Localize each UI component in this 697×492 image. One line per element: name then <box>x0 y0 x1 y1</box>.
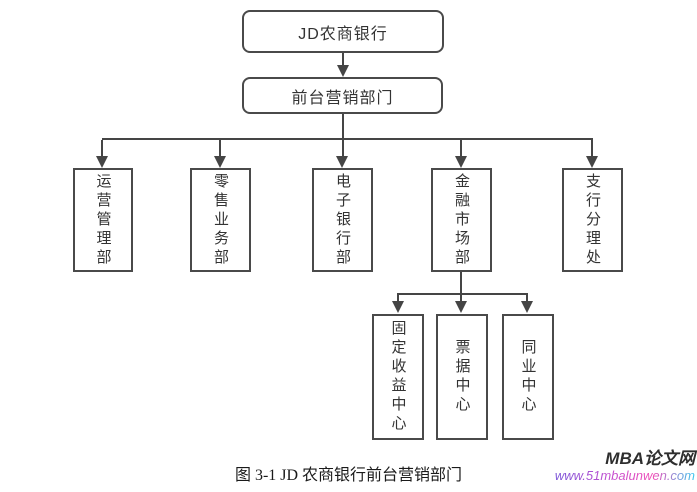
org-node-operations-dept: 运营管理部 <box>73 168 133 272</box>
arrow-down-icon <box>214 156 226 168</box>
connector-line <box>342 140 344 156</box>
org-node-root-label: JD农商银行 <box>298 25 388 43</box>
org-node-branch-office: 支行分理处 <box>562 168 623 272</box>
org-node-financial-market-dept-label: 金融市场部 <box>453 172 470 268</box>
org-node-interbank-center: 同业中心 <box>502 314 554 440</box>
connector-line <box>591 140 593 156</box>
org-node-financial-market-dept: 金融市场部 <box>431 168 492 272</box>
org-node-retail-dept: 零售业务部 <box>190 168 251 272</box>
watermark-site-name: MBA论文网 <box>605 449 695 468</box>
org-node-interbank-center-label: 同业中心 <box>519 339 537 415</box>
arrow-down-icon <box>96 156 108 168</box>
arrow-down-icon <box>337 65 349 77</box>
org-node-branch-office-label: 支行分理处 <box>584 172 601 268</box>
watermark: MBA论文网 www.51mbalunwen.com <box>555 449 695 483</box>
org-node-front-office: 前台营销部门 <box>242 77 443 114</box>
org-node-root: JD农商银行 <box>242 10 444 53</box>
figure-caption: 图 3-1 JD 农商银行前台营销部门 <box>234 467 463 484</box>
connector-line <box>219 140 221 156</box>
org-node-fixed-income-center-label: 固定收益中心 <box>389 320 407 434</box>
org-node-bill-center: 票据中心 <box>436 314 488 440</box>
connector-line <box>460 272 462 293</box>
connector-line <box>101 140 103 156</box>
arrow-down-icon <box>336 156 348 168</box>
connector-line <box>397 295 399 302</box>
org-node-ebanking-dept: 电子银行部 <box>312 168 373 272</box>
org-node-fixed-income-center: 固定收益中心 <box>372 314 424 440</box>
connector-line <box>460 295 462 302</box>
arrow-down-icon <box>392 301 404 313</box>
connector-line <box>460 140 462 156</box>
org-node-ebanking-dept-label: 电子银行部 <box>334 172 351 268</box>
org-node-front-office-label: 前台营销部门 <box>291 89 394 107</box>
connector-bus <box>102 138 593 140</box>
org-node-operations-dept-label: 运营管理部 <box>94 172 112 268</box>
org-node-retail-dept-label: 零售业务部 <box>212 172 229 268</box>
arrow-down-icon <box>455 156 467 168</box>
connector-line <box>342 53 344 67</box>
connector-line <box>526 295 528 302</box>
arrow-down-icon <box>455 301 467 313</box>
org-node-bill-center-label: 票据中心 <box>453 339 471 415</box>
connector-bus <box>397 293 528 295</box>
watermark-site-url[interactable]: www.51mbalunwen.com <box>554 467 695 483</box>
connector-line <box>342 114 344 138</box>
arrow-down-icon <box>586 156 598 168</box>
arrow-down-icon <box>521 301 533 313</box>
